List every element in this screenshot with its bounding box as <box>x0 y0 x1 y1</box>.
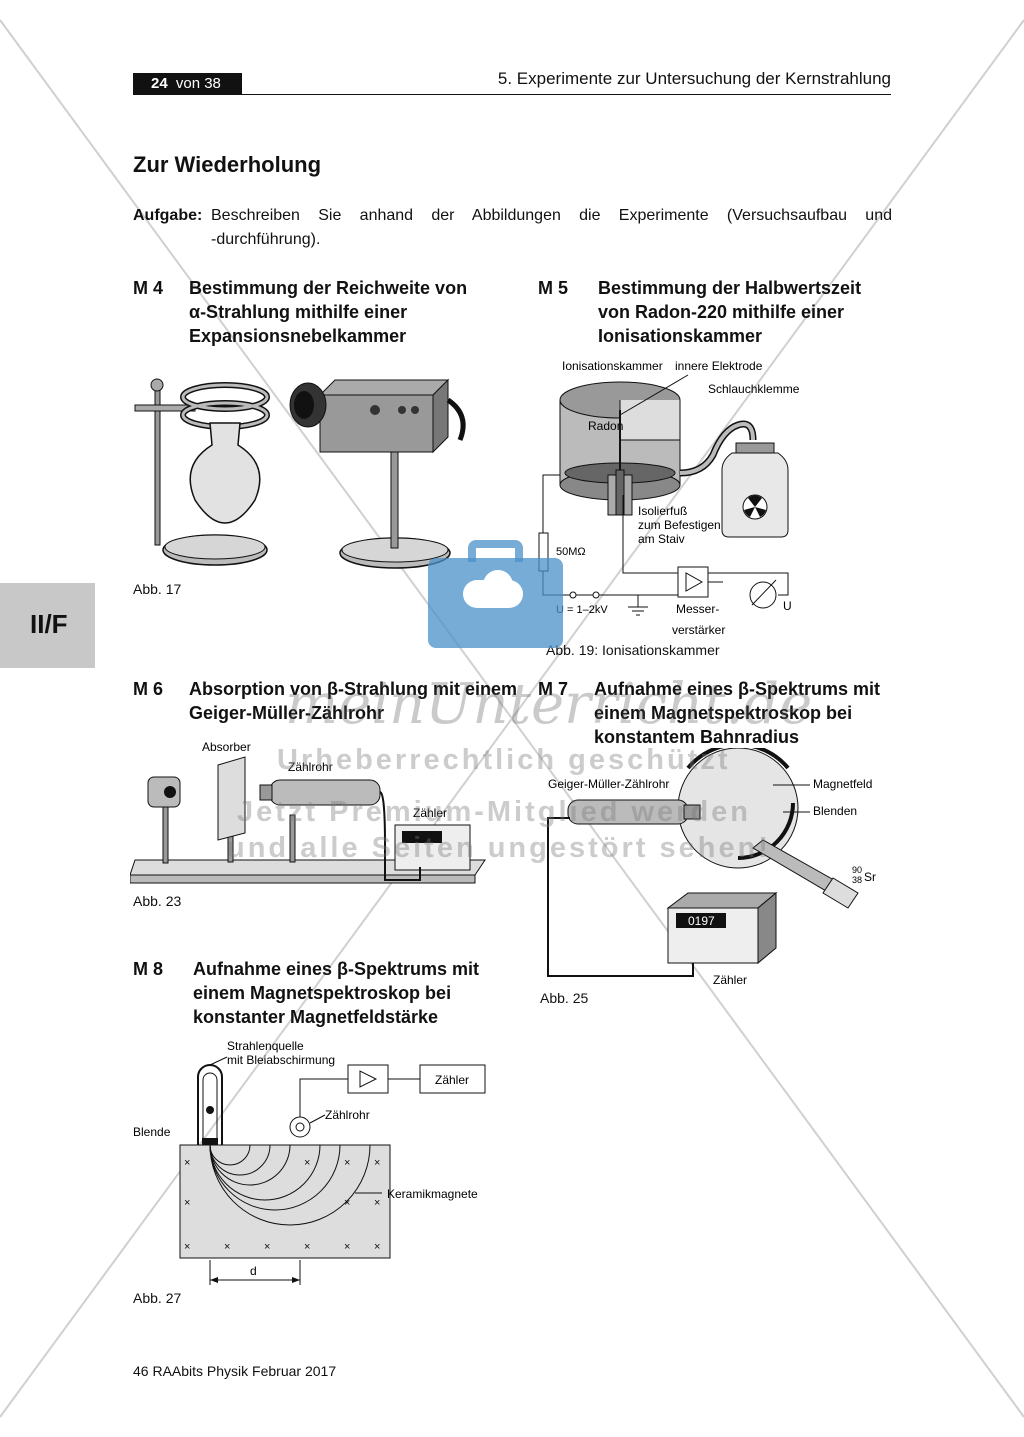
m7-caption: Abb. 25 <box>540 990 589 1006</box>
m6-title: Absorption von β-Strahlung mit einem Gei… <box>189 679 517 723</box>
m7-label-sr-z: 38 <box>852 875 862 885</box>
m4-heading: M 4 Bestimmung der Reichweite von α-Stra… <box>133 276 493 350</box>
watermark-brand: meinUnterricht.de <box>285 672 813 737</box>
watermark-line-1: Urheberrechtlich geschützt <box>277 744 731 776</box>
page-number-badge: 24 von 38 <box>133 73 242 95</box>
m5-label-isolierfuss-2: zum Befestigen <box>638 518 721 532</box>
svg-text:×: × <box>374 1157 380 1169</box>
side-tab: II/F <box>0 583 95 668</box>
m7-label-sr: Sr <box>864 870 876 884</box>
m8-label-quelle-1: Strahlenquelle <box>227 1039 304 1053</box>
m5-label-radon: Radon <box>588 419 623 433</box>
footer: 46 RAAbits Physik Februar 2017 <box>133 1363 337 1379</box>
m6-number: M 6 <box>133 679 164 699</box>
m5-label-messer-2: verstärker <box>672 623 725 637</box>
m6-caption: Abb. 23 <box>133 893 182 909</box>
m7-label-sr-mass: 90 <box>852 865 862 875</box>
m8-label-d: d <box>250 1264 257 1278</box>
m5-label-voltage: U = 1–2kV <box>556 604 608 616</box>
m6-label-absorber: Absorber <box>202 740 251 754</box>
m5-caption: Abb. 19: Ionisationskammer <box>546 642 720 658</box>
watermark-line-3: und alle Seiten ungestört sehen! <box>227 832 771 864</box>
m7-label-gm: Geiger-Müller-Zählrohr <box>548 777 669 791</box>
m5-label-schlauchklemme: Schlauchklemme <box>708 382 800 396</box>
svg-text:×: × <box>344 1241 350 1253</box>
m8-label-blende: Blende <box>133 1125 171 1139</box>
m6-heading: M 6 Absorption von β-Strahlung mit einem… <box>133 677 523 727</box>
m8-heading: M 8 Aufnahme eines β-Spektrums mit einem… <box>133 957 523 1031</box>
m7-heading: M 7 Aufnahme eines β-Spektrums mit einem… <box>538 677 908 751</box>
m8-caption: Abb. 27 <box>133 1290 182 1306</box>
svg-text:×: × <box>374 1197 380 1209</box>
m8-label-keramik: Keramikmagnete <box>387 1187 478 1201</box>
task-text-1: Beschreiben Sie anhand der Abbildungen d… <box>211 207 892 224</box>
page-number: 24 <box>151 75 168 92</box>
svg-text:×: × <box>374 1241 380 1253</box>
m5-label-isolierfuss-1: Isolierfuß <box>638 504 687 518</box>
header-rule <box>133 94 891 95</box>
m8-number: M 8 <box>133 959 164 979</box>
svg-text:×: × <box>304 1241 310 1253</box>
svg-text:×: × <box>184 1157 190 1169</box>
m5-heading: M 5 Bestimmung der Halbwerts­zeit von Ra… <box>538 276 898 350</box>
m4-title: Bestimmung der Reichweite von α-Strahlun… <box>189 278 468 346</box>
m5-label-resistor: 50MΩ <box>556 546 586 558</box>
m5-title: Bestimmung der Halbwerts­zeit von Radon-… <box>598 278 862 346</box>
m5-number: M 5 <box>538 278 569 298</box>
svg-text:×: × <box>344 1197 350 1209</box>
svg-text:×: × <box>184 1197 190 1209</box>
m7-label-zaehler: Zähler <box>713 973 747 987</box>
m5-label-messer-1: Messer- <box>676 602 719 616</box>
m4-number: M 4 <box>133 278 164 298</box>
m4-caption: Abb. 17 <box>133 581 182 597</box>
m8-label-quelle-2: mit Bleiabschirmung <box>227 1053 335 1067</box>
m6-label-zaehler: Zähler <box>413 806 447 820</box>
svg-text:×: × <box>304 1157 310 1169</box>
m7-title: Aufnahme eines β-Spektrums mit einem Mag… <box>594 679 881 747</box>
svg-text:×: × <box>264 1241 270 1253</box>
m7-label-magnetfeld: Magnetfeld <box>813 777 872 791</box>
m4-figure <box>134 378 466 569</box>
m7-counter-display: 0197 <box>688 914 715 928</box>
m8-label-zaehler: Zähler <box>435 1073 469 1087</box>
m5-label-ionisationskammer: Ionisationskammer <box>562 359 663 373</box>
m7-figure: Geiger-Müller-Zählrohr Magnetfeld Blende… <box>547 748 876 987</box>
m5-label-innere-elektrode: innere Elektrode <box>675 359 763 373</box>
svg-text:×: × <box>224 1241 230 1253</box>
svg-text:×: × <box>184 1241 190 1253</box>
side-tab-label: II/F <box>30 609 68 639</box>
svg-text:×: × <box>344 1157 350 1169</box>
section-title: 5. Experimente zur Untersuchung der Kern… <box>497 69 891 88</box>
m6-label-zaehlrohr: Zählrohr <box>288 760 333 774</box>
page-title: Zur Wiederholung <box>133 152 322 177</box>
watermark-line-2: Jetzt Premium-Mitglied werden <box>237 796 752 828</box>
task-label: Aufgabe: <box>133 207 203 224</box>
m8-label-zaehlrohr: Zählrohr <box>325 1108 370 1122</box>
m7-number: M 7 <box>538 679 569 699</box>
m8-figure: Strahlenquelle mit Bleiabschirmung Blend… <box>133 1039 486 1285</box>
m5-label-u: U <box>783 599 792 613</box>
m7-label-blenden: Blenden <box>813 804 857 818</box>
watermark-briefcase-icon <box>428 540 563 650</box>
m8-title: Aufnahme eines β-Spektrums mit einem Mag… <box>193 959 480 1027</box>
m5-label-isolierfuss-3: am Staiv <box>638 532 685 546</box>
m6-figure: Absorber Zählrohr Zähler <box>130 740 486 884</box>
page-of: von 38 <box>175 75 221 92</box>
m5-figure: Ionisationskammer innere Elektrode Schla… <box>538 359 800 637</box>
task-text-2: -durchführung). <box>211 231 321 248</box>
